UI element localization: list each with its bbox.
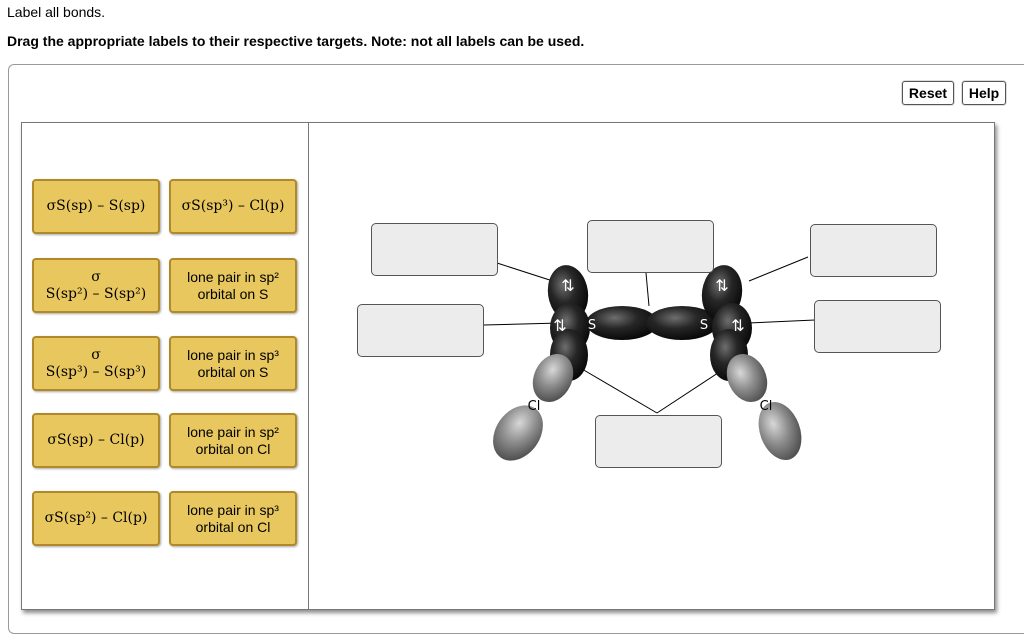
drop-target-upper-center[interactable] bbox=[587, 220, 714, 273]
drag-drop-panel: σS(sp) – S(sp) σS(sp³) – Cl(p) σ S(sp²) … bbox=[21, 122, 995, 610]
label-lone-pair-sp2-s[interactable]: lone pair in sp² orbital on S bbox=[169, 258, 297, 313]
label-sigma-s-sp2-s-sp2[interactable]: σ S(sp²) – S(sp²) bbox=[32, 258, 160, 313]
label-text: orbital on Cl bbox=[195, 440, 271, 457]
label-text: S(sp³) – S(sp³) bbox=[45, 363, 147, 380]
label-text: lone pair in sp² bbox=[187, 423, 279, 440]
electron-pair-icon: ⇅ bbox=[731, 316, 744, 335]
cl-right-bond-lobe bbox=[726, 353, 768, 403]
label-text: orbital on Cl bbox=[195, 518, 271, 535]
label-text: orbital on S bbox=[197, 363, 269, 380]
help-button[interactable]: Help bbox=[962, 81, 1006, 105]
s-s-bond-lobe-left bbox=[586, 306, 658, 340]
label-text: orbital on S bbox=[197, 285, 269, 302]
s-s-bond-lobe-right bbox=[646, 306, 718, 340]
electron-pair-icon: ⇅ bbox=[561, 276, 574, 295]
cl-left-bond-lobe bbox=[532, 353, 574, 403]
label-lone-pair-sp3-s[interactable]: lone pair in sp³ orbital on S bbox=[169, 336, 297, 391]
s2cl2-orbital-diagram: ⇅ ⇅ ⇅ ⇅ S S Cl Cl bbox=[483, 256, 816, 461]
label-sigma-s-sp3-s-sp3[interactable]: σ S(sp³) – S(sp³) bbox=[32, 336, 160, 391]
atom-label-s: S bbox=[588, 318, 596, 333]
atom-label-cl: Cl bbox=[760, 399, 773, 414]
instruction-text: Label all bonds. bbox=[7, 4, 106, 20]
label-text: lone pair in sp³ bbox=[187, 346, 279, 363]
leader-lines bbox=[483, 256, 816, 414]
reset-button[interactable]: Reset bbox=[902, 81, 954, 105]
label-text: σ bbox=[91, 268, 101, 285]
electron-pair-icon: ⇅ bbox=[553, 316, 566, 335]
label-text: lone pair in sp³ bbox=[187, 501, 279, 518]
label-text: σS(sp³) – Cl(p) bbox=[181, 198, 285, 214]
label-text: σ bbox=[91, 346, 101, 363]
panel-divider bbox=[308, 123, 309, 609]
label-lone-pair-sp2-cl[interactable]: lone pair in sp² orbital on Cl bbox=[169, 413, 297, 468]
drop-target-mid-right[interactable] bbox=[814, 300, 941, 353]
label-sigma-s-sp2-cl-p[interactable]: σS(sp²) – Cl(p) bbox=[32, 491, 160, 546]
instruction-bold-text: Drag the appropriate labels to their res… bbox=[7, 33, 585, 49]
label-sigma-s-sp-s-sp[interactable]: σS(sp) – S(sp) bbox=[32, 179, 160, 234]
label-text: lone pair in sp² bbox=[187, 268, 279, 285]
cl-right-back-lobe bbox=[758, 401, 802, 461]
drop-target-mid-left[interactable] bbox=[357, 304, 484, 357]
electron-pair-icon: ⇅ bbox=[715, 276, 728, 295]
label-lone-pair-sp3-cl[interactable]: lone pair in sp³ orbital on Cl bbox=[169, 491, 297, 546]
cl-left-back-lobe bbox=[493, 405, 543, 461]
label-sigma-s-sp-cl-p[interactable]: σS(sp) – Cl(p) bbox=[32, 413, 160, 468]
label-text: σS(sp²) – Cl(p) bbox=[44, 510, 148, 526]
label-text: σS(sp) – Cl(p) bbox=[47, 432, 145, 448]
atom-label-s: S bbox=[700, 318, 708, 333]
label-text: S(sp²) – S(sp²) bbox=[45, 285, 147, 302]
label-text: σS(sp) – S(sp) bbox=[46, 198, 146, 214]
label-sigma-s-sp3-cl-p[interactable]: σS(sp³) – Cl(p) bbox=[169, 179, 297, 234]
drop-target-upper-right[interactable] bbox=[810, 224, 937, 277]
drop-target-bottom-center[interactable] bbox=[595, 415, 722, 468]
atom-label-cl: Cl bbox=[528, 399, 541, 414]
drop-target-upper-left[interactable] bbox=[371, 223, 498, 276]
